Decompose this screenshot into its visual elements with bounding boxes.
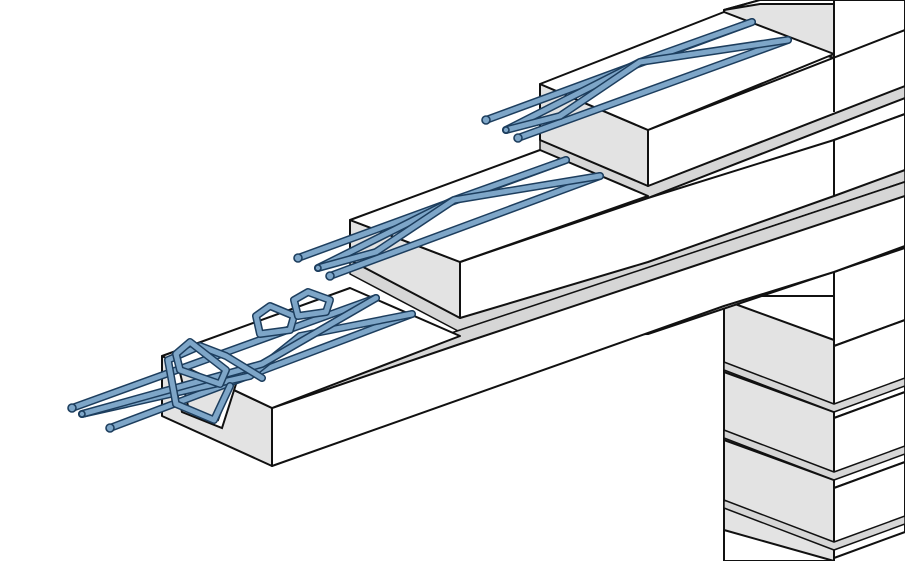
rebar-wire [315, 173, 603, 271]
rebar-end-cap [325, 271, 335, 281]
brick-top-face [723, 0, 835, 11]
rebar-end-cap [314, 264, 322, 272]
bed-joint-reinforcement-middle [293, 156, 604, 281]
rebar-end-cap [78, 410, 86, 418]
rebar-wire [253, 303, 297, 337]
pier-mortar-joint [723, 361, 905, 413]
pier-mortar-joint [723, 429, 905, 481]
rebar-wire [327, 173, 603, 279]
rebar-end-cap [293, 253, 303, 263]
rebar-end-cap [481, 115, 491, 125]
rebar-end-cap [105, 423, 115, 433]
rebar-wire [165, 343, 265, 423]
lintel-reinforcement-cage [67, 288, 416, 433]
rebar-end-cap [513, 133, 523, 143]
pier-brick-side [833, 319, 905, 419]
rebar-end-cap [67, 403, 77, 413]
bed-joint-reinforcement-upper [481, 18, 792, 143]
rebar-wire [291, 289, 333, 319]
rebar-end-cap [502, 126, 510, 134]
pier-mortar-joint [723, 499, 905, 551]
brick-pier [723, 245, 905, 561]
pier-brick-side [833, 391, 905, 489]
rebar-wire [515, 37, 791, 141]
brick-side-face [833, 0, 905, 59]
rebar-wire [173, 339, 229, 387]
pier-brick-side [833, 461, 905, 559]
lintel-side-face [271, 195, 905, 467]
brick-side-face [459, 113, 905, 319]
rebar-wire [79, 295, 379, 417]
rebar-wire [503, 37, 791, 133]
